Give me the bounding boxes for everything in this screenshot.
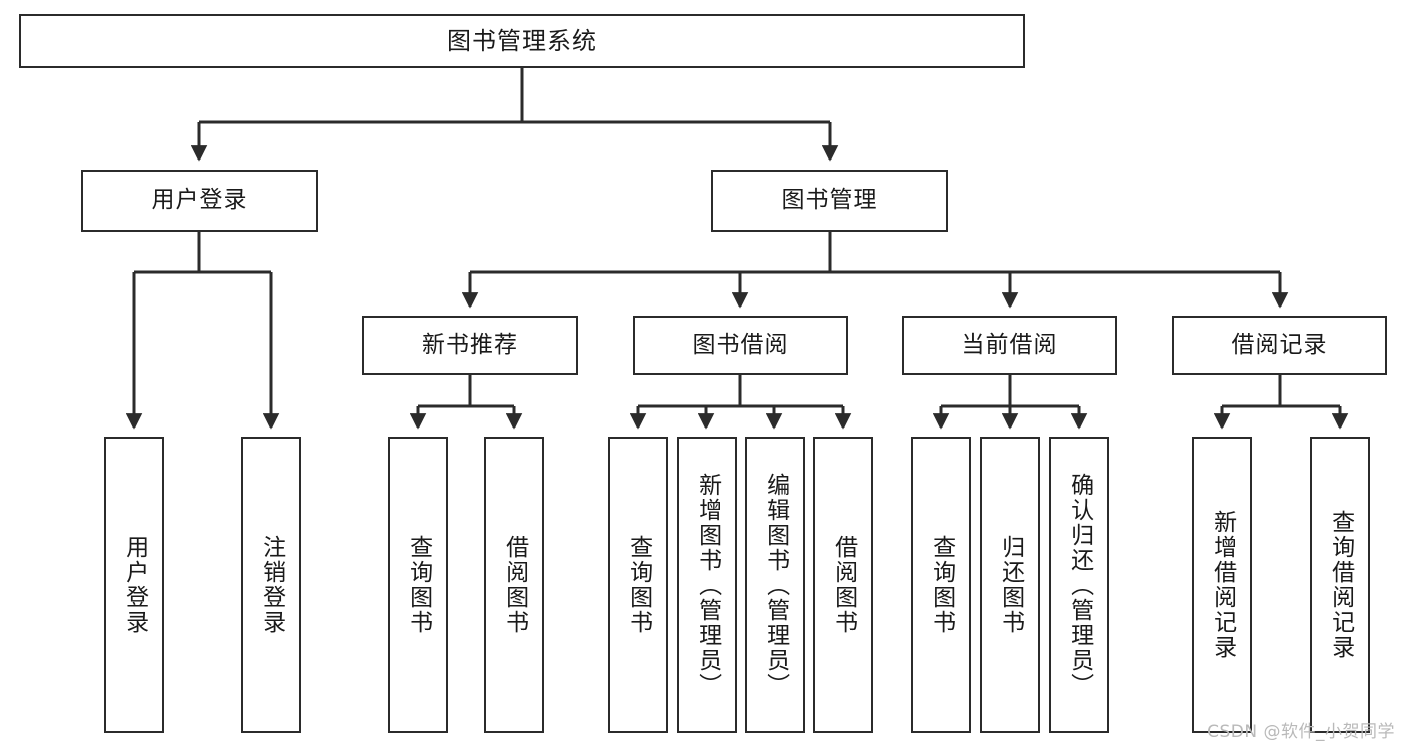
node-label: 借阅记录: [1231, 331, 1328, 358]
node-label: 图书管理系统: [447, 26, 597, 55]
leaf-add-book-admin[interactable]: 新增图书（管理员）: [677, 437, 737, 733]
node-new-book-recommendation[interactable]: 新书推荐: [362, 316, 578, 375]
node-label: 当前借阅: [961, 331, 1058, 358]
node-label: 新书推荐: [422, 331, 518, 358]
node-label: 图书借阅: [692, 331, 789, 358]
leaf-label: 归还图书: [997, 535, 1024, 635]
leaf-label: 确认归还（管理员）: [1066, 472, 1093, 698]
leaf-return-books[interactable]: 归还图书: [980, 437, 1040, 733]
leaf-label: 用户登录: [121, 535, 148, 635]
node-book-management[interactable]: 图书管理: [711, 170, 948, 232]
leaf-label: 新增图书（管理员）: [694, 472, 721, 698]
node-current-borrowing[interactable]: 当前借阅: [902, 316, 1117, 375]
leaf-logout[interactable]: 注销登录: [241, 437, 301, 733]
leaf-label: 查询借阅记录: [1327, 510, 1354, 660]
node-borrowing-records[interactable]: 借阅记录: [1172, 316, 1387, 375]
leaf-label: 查询图书: [405, 535, 432, 635]
leaf-label: 借阅图书: [830, 535, 857, 635]
leaf-label: 查询图书: [625, 535, 652, 635]
node-book-borrowing[interactable]: 图书借阅: [633, 316, 848, 375]
node-label: 图书管理: [781, 187, 878, 214]
leaf-label: 借阅图书: [501, 535, 528, 635]
leaf-query-books-borrowing[interactable]: 查询图书: [608, 437, 668, 733]
leaf-query-borrowing-record[interactable]: 查询借阅记录: [1310, 437, 1370, 733]
leaf-borrow-books-recommendation[interactable]: 借阅图书: [484, 437, 544, 733]
leaf-label: 注销登录: [258, 535, 285, 635]
leaf-add-borrowing-record[interactable]: 新增借阅记录: [1192, 437, 1252, 733]
node-user-login[interactable]: 用户登录: [81, 170, 318, 232]
node-root-system[interactable]: 图书管理系统: [19, 14, 1025, 68]
leaf-label: 查询图书: [928, 535, 955, 635]
leaf-label: 编辑图书（管理员）: [762, 472, 789, 698]
leaf-edit-book-admin[interactable]: 编辑图书（管理员）: [745, 437, 805, 733]
csdn-watermark: CSDN @软件_小贺同学: [1207, 722, 1395, 742]
leaf-user-login[interactable]: 用户登录: [104, 437, 164, 733]
leaf-label: 新增借阅记录: [1209, 510, 1236, 660]
leaf-query-books-current[interactable]: 查询图书: [911, 437, 971, 733]
node-label: 用户登录: [151, 187, 248, 214]
leaf-confirm-return-admin[interactable]: 确认归还（管理员）: [1049, 437, 1109, 733]
leaf-borrow-books-borrowing[interactable]: 借阅图书: [813, 437, 873, 733]
leaf-query-books-recommendation[interactable]: 查询图书: [388, 437, 448, 733]
